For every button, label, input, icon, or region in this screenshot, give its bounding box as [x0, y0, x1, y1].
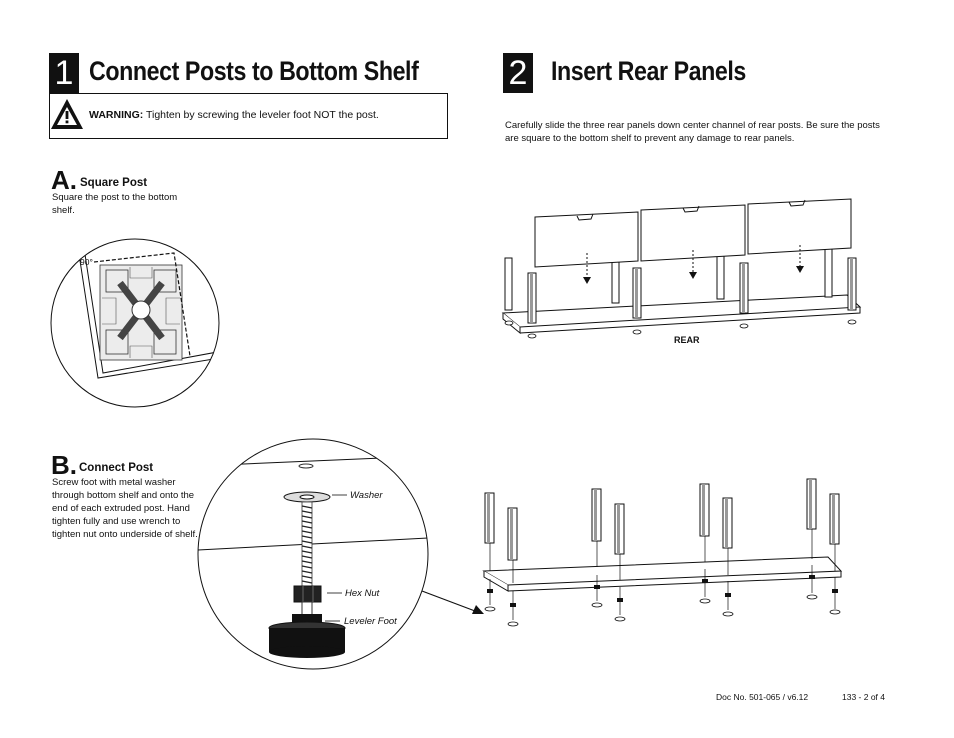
- sub-b-letter: B.: [51, 450, 77, 480]
- warning-text: WARNING: Tighten by screwing the leveler…: [89, 109, 379, 121]
- step-2-number: 2: [503, 53, 533, 93]
- sub-a-letter: A.: [51, 165, 77, 195]
- detail-arrow: [421, 590, 484, 614]
- sub-b-description: Screw foot with metal washer through bot…: [52, 477, 198, 540]
- step-2-description: Carefully slide the three rear panels do…: [505, 120, 880, 144]
- warning-box: [49, 93, 448, 139]
- sub-a-title: Square Post: [80, 177, 148, 189]
- warning-label: WARNING:: [89, 109, 144, 121]
- square-post-illustration: [50, 238, 220, 408]
- callout-leveler-foot: Leveler Foot: [344, 616, 397, 627]
- rear-label: REAR: [674, 335, 700, 345]
- posts-shelf-illustration: [482, 478, 843, 627]
- page-number: 133 - 2 of 4: [842, 692, 886, 702]
- doc-number: Doc No. 501-065 / v6.12: [716, 692, 809, 702]
- step-1-number: 1: [49, 53, 79, 93]
- step-2-title: Insert Rear Panels: [551, 56, 746, 86]
- step-1-title: Connect Posts to Bottom Shelf: [89, 56, 419, 86]
- rear-panels-illustration: [501, 198, 862, 339]
- sub-a-description: Square the post to the bottom shelf.: [52, 192, 178, 216]
- callout-washer: Washer: [350, 490, 383, 501]
- sub-b-title: Connect Post: [79, 462, 154, 474]
- callout-hex-nut: Hex Nut: [345, 588, 380, 599]
- connect-post-illustration: [197, 438, 429, 670]
- angle-label: 90°: [80, 257, 93, 267]
- warning-triangle-icon: [51, 99, 83, 129]
- warning-message: Tighten by screwing the leveler foot NOT…: [143, 109, 379, 121]
